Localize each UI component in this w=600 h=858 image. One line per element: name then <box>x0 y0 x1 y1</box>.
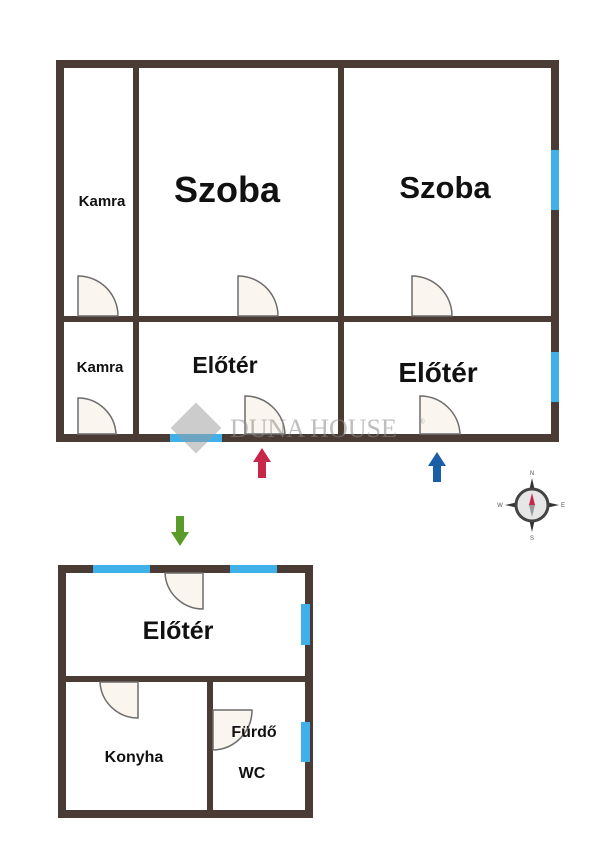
annex-building <box>58 565 313 818</box>
window <box>551 150 559 210</box>
room-label-szoba: Szoba <box>399 170 491 205</box>
door <box>77 397 117 435</box>
wall <box>56 60 559 68</box>
compass-south: S <box>530 536 534 542</box>
watermark-text: DUNA HOUSE <box>230 414 397 443</box>
compass-west: W <box>497 503 503 509</box>
door <box>99 681 139 719</box>
room-label-wc: WC <box>239 765 266 782</box>
window <box>230 565 277 573</box>
compass-east: E <box>561 503 565 509</box>
room-label-eloter: Előtér <box>143 617 214 645</box>
wall <box>551 60 559 442</box>
wall <box>56 60 64 442</box>
watermark-logo: DUNA HOUSE ® <box>170 402 425 454</box>
compass-icon: N E S W <box>497 471 565 542</box>
room-label-kamra: Kamra <box>79 193 126 210</box>
watermark-registered: ® <box>419 417 425 426</box>
entry-arrow-down-icon <box>171 516 189 546</box>
entry-arrow-up-icon <box>253 448 271 478</box>
wall <box>305 565 313 818</box>
door <box>164 572 204 610</box>
window <box>301 722 310 762</box>
entry-arrow-up-icon <box>428 452 446 482</box>
wall <box>207 676 213 818</box>
door <box>419 395 461 435</box>
door <box>244 395 286 435</box>
door <box>212 709 253 751</box>
door <box>411 275 453 317</box>
room-label-eloter: Előtér <box>398 357 477 388</box>
room-label-szoba: Szoba <box>174 169 281 210</box>
wall <box>58 676 313 682</box>
door <box>77 275 119 317</box>
room-label-kamra: Kamra <box>77 359 124 376</box>
wall <box>338 60 344 442</box>
room-label-konyha: Konyha <box>105 749 164 766</box>
main-building <box>56 60 559 442</box>
wall <box>133 60 139 442</box>
door <box>237 275 279 317</box>
wall <box>56 316 559 322</box>
room-label-furdo: Fürdő <box>231 724 277 741</box>
logo-diamond-icon <box>170 402 222 454</box>
window <box>93 565 150 573</box>
room-label-eloter: Előtér <box>192 352 257 378</box>
wall <box>58 810 313 818</box>
wall <box>58 565 66 818</box>
compass-north: N <box>530 471 534 477</box>
wall <box>56 434 559 442</box>
window <box>301 604 310 645</box>
window <box>551 352 559 402</box>
wall <box>58 565 313 573</box>
